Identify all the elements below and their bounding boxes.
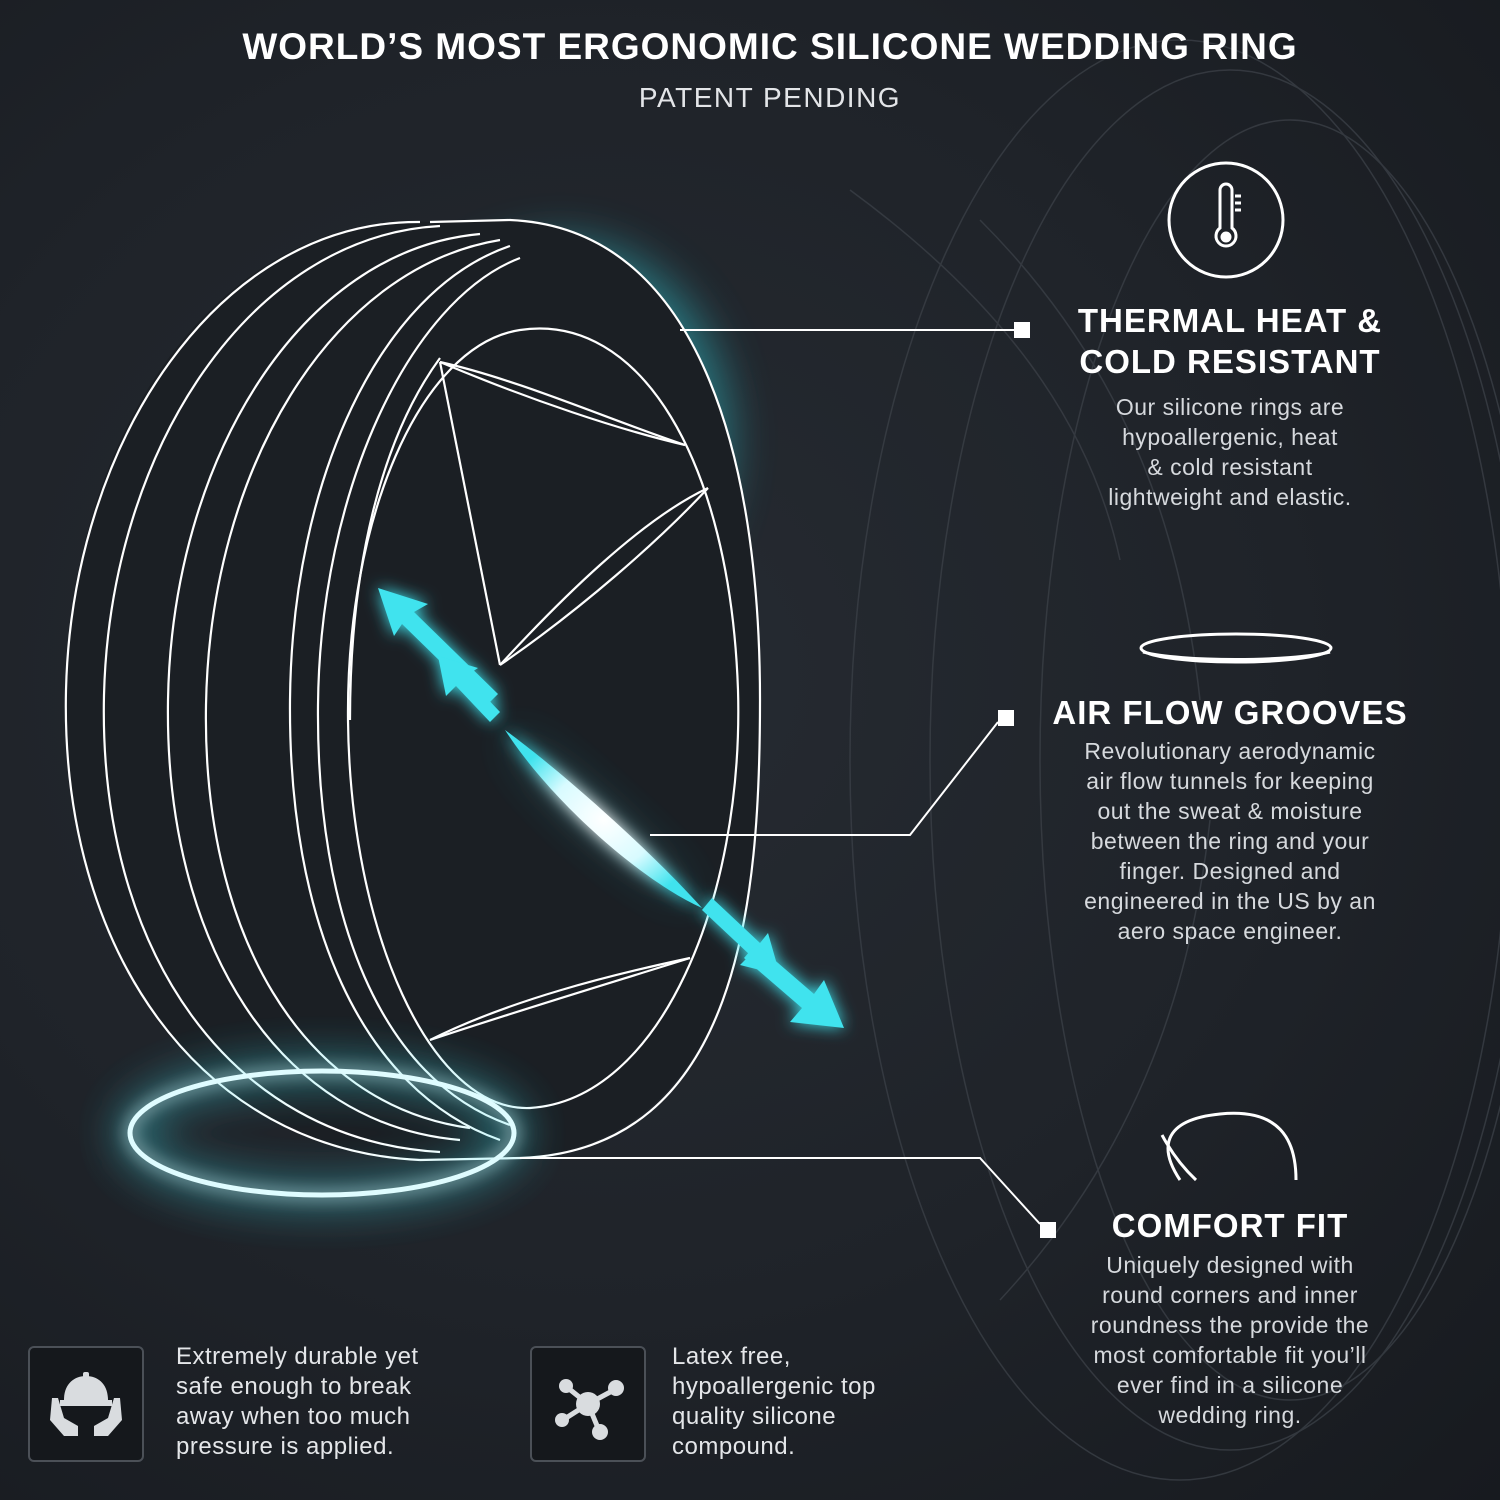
durability-line: Extremely durable yet [176, 1343, 419, 1370]
feature-comfort-desc-line: wedding ring. [1158, 1402, 1302, 1428]
feature-airflow-description: Revolutionary aerodynamic air flow tunne… [1030, 736, 1430, 946]
feature-comfort-title: COMFORT FIT [1111, 1207, 1349, 1244]
callout-lines [520, 329, 1041, 1225]
feature-thermal-desc-line: & cold resistant [1147, 454, 1313, 480]
feature-comfort-description: Uniquely designed with round corners and… [1040, 1250, 1420, 1430]
airflow-arrows [378, 588, 844, 1028]
feature-thermal-title-line1: THERMAL HEAT & [1077, 302, 1383, 339]
airflow-groove-highlight [505, 730, 702, 908]
feature-airflow-desc-line: Revolutionary aerodynamic [1084, 738, 1376, 764]
latex-free-line: Latex free, [672, 1343, 791, 1370]
callout-bullet-airflow [998, 710, 1014, 726]
durability-text: Extremely durable yet safe enough to bre… [176, 1342, 496, 1462]
latex-free-badge [530, 1346, 646, 1462]
ring-outlines [64, 218, 762, 1162]
feature-thermal-description: Our silicone rings are hypoallergenic, h… [1040, 392, 1420, 512]
durability-badge [28, 1346, 144, 1462]
feature-comfort-desc-line: most comfortable fit you’ll [1093, 1342, 1367, 1368]
latex-free-line: hypoallergenic top [672, 1373, 876, 1400]
feature-airflow-desc-line: engineered in the US by an [1084, 888, 1376, 914]
page-subtitle: PATENT PENDING [638, 82, 902, 113]
feature-airflow-desc-line: air flow tunnels for keeping [1086, 768, 1374, 794]
latex-free-line: quality silicone [672, 1403, 837, 1430]
durability-line: away when too much [176, 1403, 411, 1430]
feature-thermal-title-line2: COLD RESISTANT [1079, 343, 1381, 380]
feature-thermal-desc-line: hypoallergenic, heat [1122, 424, 1338, 450]
feature-comfort-desc-line: roundness the provide the [1090, 1312, 1370, 1338]
hard-hat-hands-icon [50, 1372, 122, 1436]
feature-thermal-desc-line: lightweight and elastic. [1108, 484, 1352, 510]
feature-comfort-desc-line: round corners and inner [1102, 1282, 1358, 1308]
latex-free-text: Latex free, hypoallergenic top quality s… [672, 1342, 972, 1462]
durability-line: safe enough to break [176, 1373, 412, 1400]
molecule-icon [555, 1379, 624, 1440]
feature-thermal-title: THERMAL HEAT & COLD RESISTANT [1040, 300, 1420, 382]
callout-bullet-comfort [1040, 1222, 1056, 1238]
callout-bullet-thermal [1014, 322, 1030, 338]
page-title: WORLD’S MOST ERGONOMIC SILICONE WEDDING … [242, 26, 1298, 67]
rounded-profile-icon [1160, 1111, 1298, 1182]
feature-comfort-desc-line: ever find in a silicone [1116, 1372, 1344, 1398]
feature-airflow-desc-line: between the ring and your [1090, 828, 1370, 854]
latex-free-line: compound. [672, 1433, 796, 1460]
thermometer-icon [1167, 161, 1285, 279]
feature-thermal-desc-line: Our silicone rings are [1115, 394, 1345, 420]
background-ring-outline [849, 39, 1500, 1481]
feature-airflow-desc-line: aero space engineer. [1117, 918, 1343, 944]
feature-airflow-desc-line: finger. Designed and [1119, 858, 1341, 884]
feature-airflow-title: AIR FLOW GROOVES [1052, 694, 1408, 731]
comfort-fit-glow-ring [123, 1064, 521, 1202]
feature-airflow-desc-line: out the sweat & moisture [1097, 798, 1363, 824]
groove-ellipse-icon [1139, 632, 1333, 664]
feature-comfort-desc-line: Uniquely designed with [1106, 1252, 1354, 1278]
durability-line: pressure is applied. [176, 1433, 395, 1460]
